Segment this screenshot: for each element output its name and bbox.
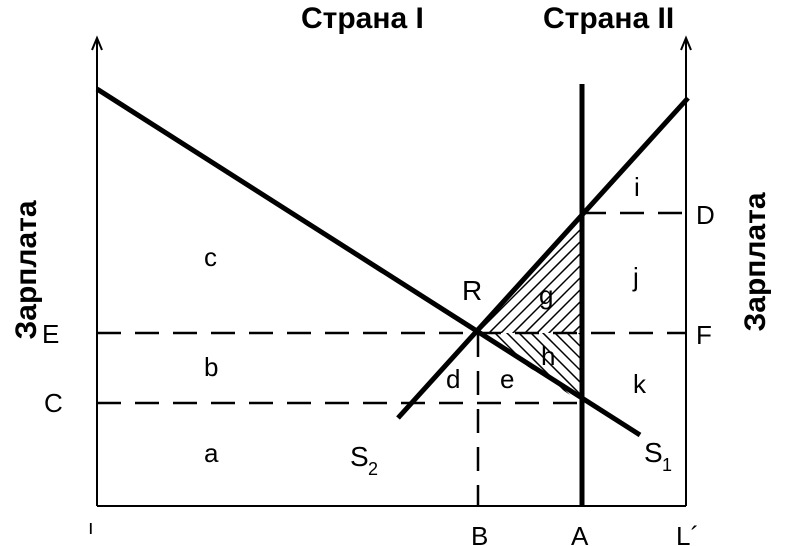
point-label-B: B [471, 521, 488, 546]
curve-label-S2-sub: 2 [368, 459, 378, 479]
point-label-L: L´ [676, 521, 699, 546]
area-label-c: c [204, 242, 217, 272]
area-label-a: a [204, 438, 219, 468]
area-label-b: b [204, 352, 218, 382]
area-label-j: j [632, 262, 639, 292]
point-label-F: F [696, 320, 712, 350]
left-vertical-axis [91, 35, 103, 506]
right-vertical-axis [680, 35, 692, 506]
curve-label-S2: S 2 [350, 441, 378, 479]
point-label-C: C [44, 388, 63, 418]
curve-label-S1-main: S [644, 437, 663, 468]
area-label-g: g [539, 280, 553, 310]
origin-mark: ı [88, 517, 94, 539]
point-label-E: E [42, 319, 59, 349]
curve-label-S1: S 1 [644, 437, 672, 475]
curve-label-S1-sub: 1 [662, 455, 672, 475]
area-label-e: e [500, 364, 514, 394]
point-label-D: D [696, 200, 715, 230]
hatched-area-g [478, 216, 582, 333]
area-label-k: k [633, 369, 647, 399]
curve-S2 [396, 96, 690, 420]
curve-S1 [95, 86, 642, 438]
country-2-title: Страна II [543, 2, 675, 35]
point-label-A: A [571, 521, 589, 546]
dashed-lines [97, 211, 686, 506]
area-label-i: i [634, 172, 640, 202]
area-label-d: d [446, 364, 460, 394]
curve-label-S2-main: S [350, 441, 369, 472]
point-label-R: R [462, 275, 482, 306]
area-label-h: h [541, 341, 555, 371]
country-1-title: Страна I [301, 2, 424, 35]
